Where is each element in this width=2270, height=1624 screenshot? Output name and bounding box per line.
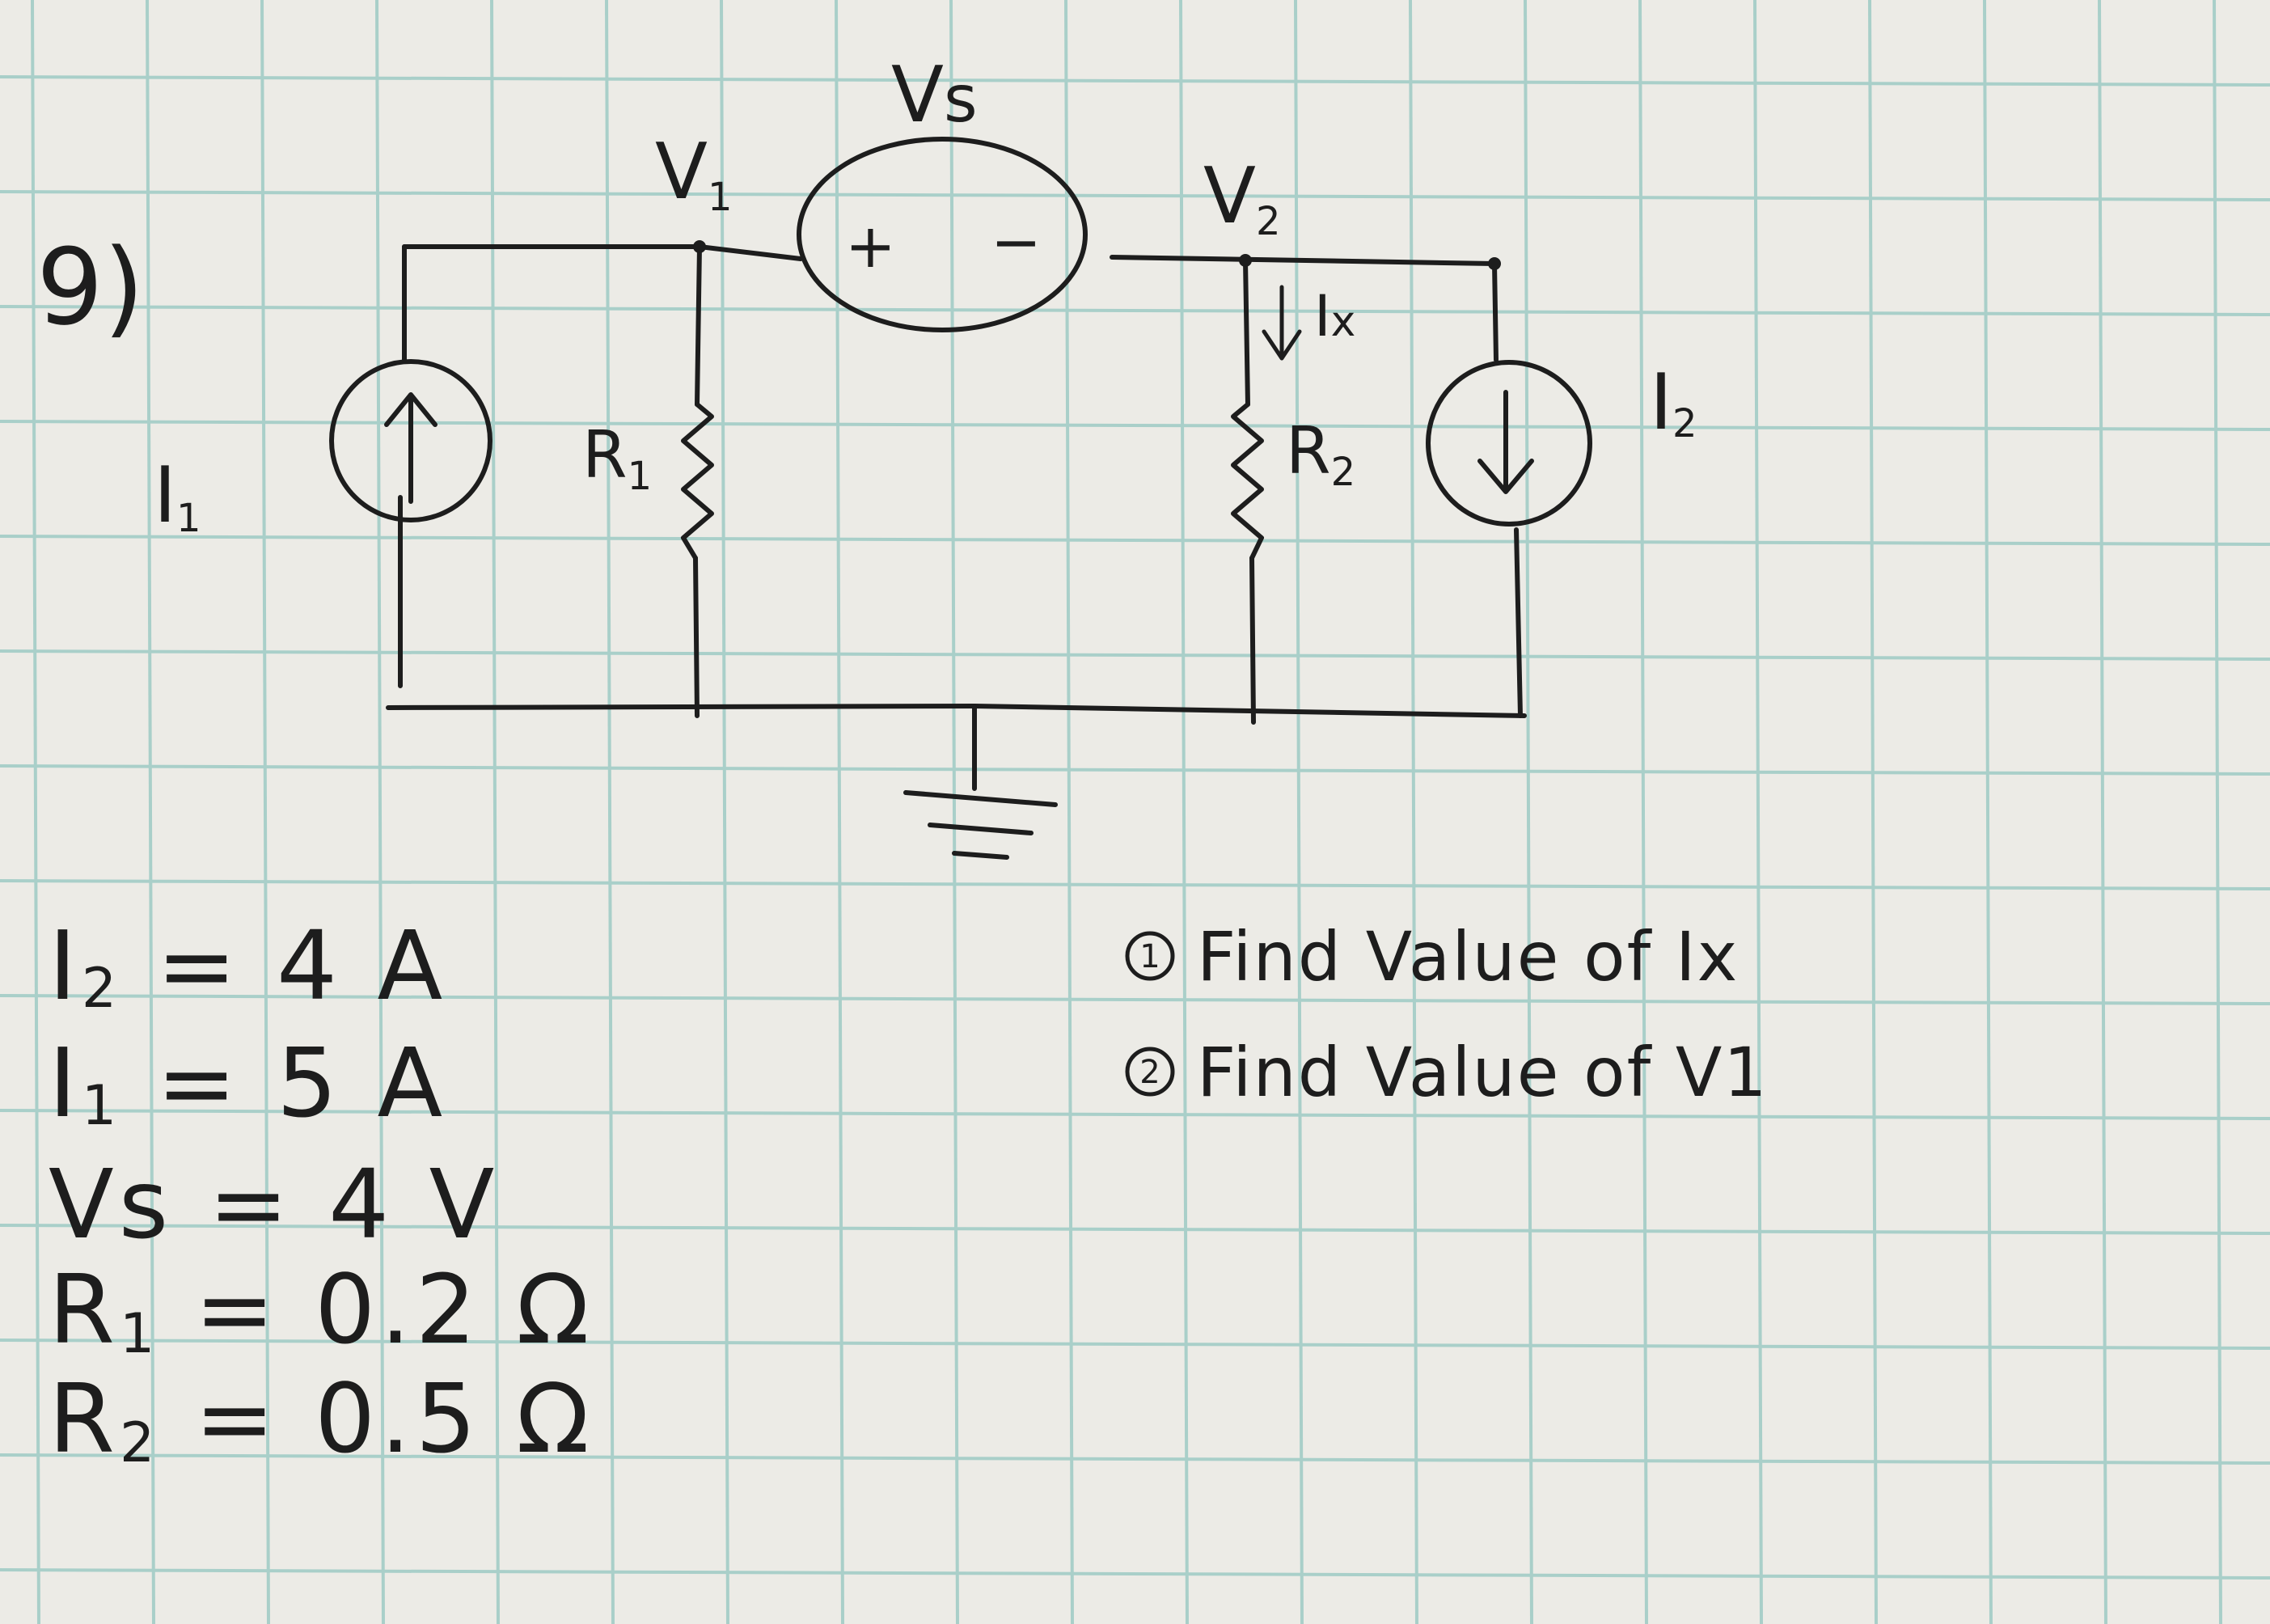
resistor-r1 [681, 402, 714, 560]
grid-line-vertical [605, 0, 615, 1624]
resistor-r2 [1231, 402, 1264, 560]
grid-line-vertical [1179, 0, 1189, 1624]
wire-top-right [1110, 255, 1497, 266]
grid-line-vertical [1294, 0, 1304, 1624]
node-v1-label: V1 [655, 128, 733, 220]
grid-line-vertical [375, 0, 385, 1624]
grid-line-horizontal [0, 75, 2270, 87]
grid-line-vertical [146, 0, 155, 1624]
r2-label: R2 [1286, 413, 1355, 495]
grid-line-horizontal [0, 1109, 2270, 1120]
grid-line-horizontal [0, 764, 2270, 776]
grid-line-vertical [720, 0, 729, 1624]
wire-i1-left [398, 244, 407, 688]
grid-line-horizontal [0, 190, 2270, 201]
node-v2-dot [1239, 254, 1252, 267]
grid-line-horizontal [0, 535, 2270, 546]
current-source-i2 [1426, 360, 1592, 527]
vs-plus-sign: + [845, 210, 896, 281]
grid-line-horizontal [0, 649, 2270, 661]
node-right-dot [1488, 257, 1501, 270]
wire-bottom [386, 704, 1527, 718]
grid-line-vertical [2098, 0, 2107, 1624]
given-i2: I2 = 4 A [49, 910, 447, 1021]
circuit-diagram: + − V1 V2 Vs I1 I2 R1 R2 Ix [154, 51, 1697, 860]
grid-line-vertical [1064, 0, 1074, 1624]
grid-line-horizontal [0, 305, 2270, 316]
grid-line-horizontal [0, 994, 2270, 1005]
grid-line-vertical [1524, 0, 1533, 1624]
arrow-down-icon [1477, 390, 1534, 494]
current-source-i1 [329, 359, 492, 522]
given-values: I2 = 4 A I1 = 5 A Vs = 4 V R1 = 0.2 Ω R2… [49, 910, 594, 1475]
given-r2: R2 = 0.5 Ω [49, 1363, 594, 1475]
grid-line-horizontal [0, 420, 2270, 431]
wire-r1-branch [693, 244, 702, 718]
vs-label: Vs [891, 51, 978, 140]
arrow-up-icon [384, 392, 438, 504]
i1-label: I1 [154, 451, 201, 541]
question-1-text: Find Value of Ix [1197, 917, 1739, 996]
grid-line-horizontal [0, 1339, 2270, 1350]
grid-line-horizontal [0, 1224, 2270, 1235]
node-v2-label: V2 [1203, 152, 1281, 244]
wire-i2-branch [1492, 261, 1523, 718]
grid-line-horizontal [0, 1453, 2270, 1465]
node-v1-dot [693, 240, 706, 253]
vs-minus-sign: − [991, 206, 1042, 277]
question-2: 2 Find Value of V1 [1125, 1033, 1769, 1112]
grid-line-vertical [1868, 0, 1878, 1624]
grid-line-vertical [1638, 0, 1648, 1624]
wire-top-left [402, 244, 803, 261]
grid-line-horizontal [0, 1568, 2270, 1580]
wire-r2-branch [1243, 258, 1256, 725]
given-i1: I1 = 5 A [49, 1027, 447, 1139]
questions: 1 Find Value of Ix 2 Find Value of V1 [1125, 917, 1769, 1112]
question-2-text: Find Value of V1 [1197, 1033, 1769, 1112]
question-1-number: 1 [1139, 938, 1160, 975]
i2-label: I2 [1650, 358, 1697, 447]
grid-line-horizontal [0, 879, 2270, 890]
grid-line-vertical [835, 0, 844, 1624]
grid-line-vertical [490, 0, 500, 1624]
given-r1: R1 = 0.2 Ω [49, 1254, 594, 1366]
r1-label: R1 [582, 417, 652, 499]
grid-line-vertical [260, 0, 270, 1624]
given-vs: Vs = 4 V [49, 1148, 499, 1260]
grid-line-vertical [2213, 0, 2222, 1624]
question-1: 1 Find Value of Ix [1125, 917, 1739, 996]
problem-number: 9) [36, 226, 144, 349]
ix-label: Ix [1314, 283, 1355, 349]
voltage-source-vs [797, 137, 1088, 332]
grid-line-vertical [949, 0, 959, 1624]
grid-line-vertical [1983, 0, 1993, 1624]
grid-line-vertical [31, 0, 40, 1624]
question-2-number: 2 [1139, 1054, 1160, 1091]
grid-line-vertical [1753, 0, 1763, 1624]
grid-line-vertical [1409, 0, 1418, 1624]
ground-icon [903, 705, 1058, 860]
ix-arrow-icon [1262, 285, 1302, 361]
